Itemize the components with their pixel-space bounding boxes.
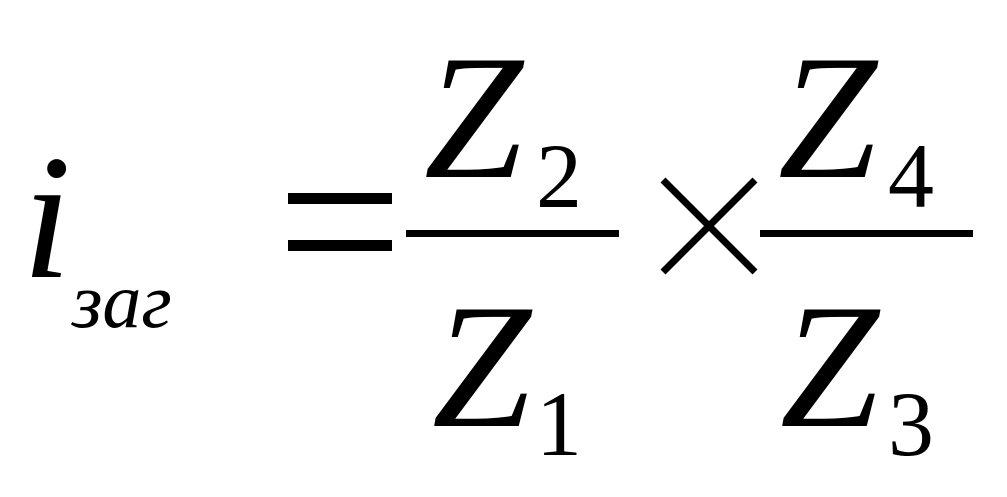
equals-sign-top-bar [288,193,392,204]
fraction2-numerator-subscript: 4 [888,125,934,227]
fraction1-denominator-symbol: Z [432,267,531,465]
equals-sign-bottom-bar [288,240,392,251]
ratio-subscript: заг [72,257,172,344]
ratio-variable: i [22,118,72,316]
fraction1-denominator-subscript: 1 [536,373,582,475]
fraction2-denominator-symbol: Z [780,267,879,465]
equals-sign-text: = [0,0,1,1]
fraction2-numerator-symbol: Z [778,18,877,216]
multiply-sign-icon [660,177,758,275]
fraction1-numerator-symbol: Z [424,18,523,216]
fraction2-bar [760,230,973,237]
fraction1-bar [406,230,619,237]
multiply-sign-text: × [0,0,1,1]
fraction1-numerator-subscript: 2 [536,125,582,227]
fraction2-denominator-subscript: 3 [888,373,934,475]
